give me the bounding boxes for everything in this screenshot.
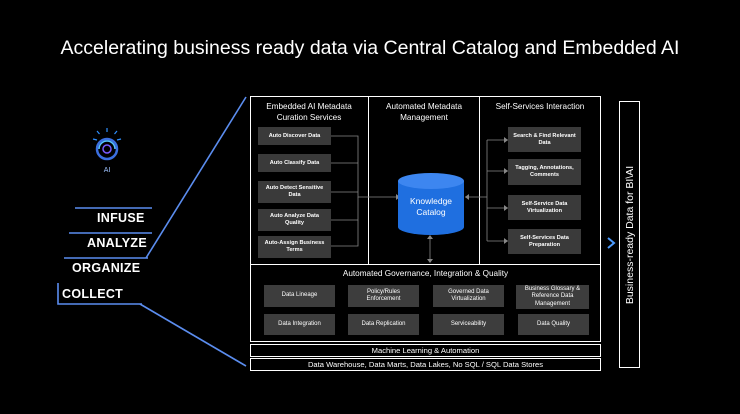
knowledge-catalog-label: Knowledge Catalog [409, 196, 453, 217]
ladder-infuse: INFUSE [97, 211, 145, 225]
chevron-right-icon [606, 236, 616, 249]
data-stores-bar: Data Warehouse, Data Marts, Data Lakes, … [250, 358, 601, 371]
embedded-item-auto-classify: Auto Classify Data [258, 154, 331, 172]
machine-learning-bar: Machine Learning & Automation [250, 344, 601, 357]
page-title: Accelerating business ready data via Cen… [60, 37, 680, 59]
governance-item-data-quality: Data Quality [518, 314, 589, 335]
row-divider [250, 264, 601, 265]
selfservice-item-preparation: Self-Services Data Preparation [508, 229, 581, 254]
governance-item-governed-virtualization: Governed Data Virtualization [433, 285, 504, 307]
knowledge-catalog-cylinder: Knowledge Catalog [397, 172, 465, 236]
ladder-collect: COLLECT [62, 287, 124, 301]
selfservice-item-tagging: Tagging, Annotations, Comments [508, 159, 581, 185]
ladder-lines [57, 96, 247, 367]
ladder-organize: ORGANIZE [72, 261, 141, 275]
governance-item-data-replication: Data Replication [348, 314, 419, 335]
main-frame [250, 96, 601, 342]
governance-title: Automated Governance, Integration & Qual… [342, 269, 509, 278]
business-ready-data-label: Business-ready Data for BI\AI [623, 165, 636, 304]
governance-item-policy-rules: Policy/Rules Enforcement [348, 285, 419, 307]
column-divider [479, 96, 480, 264]
selfservice-item-search: Search & Find Relevant Data [508, 127, 581, 152]
governance-item-data-lineage: Data Lineage [264, 285, 335, 307]
selfservice-item-virtualization: Self-Service Data Virtualization [508, 195, 581, 220]
governance-item-business-glossary: Business Glossary & Reference Data Manag… [516, 285, 589, 309]
governance-item-serviceability: Serviceability [433, 314, 504, 335]
embedded-item-auto-analyze-quality: Auto Analyze Data Quality [258, 209, 331, 231]
ai-label: AI [103, 167, 111, 174]
ladder-analyze: ANALYZE [87, 236, 147, 250]
business-ready-data-panel: Business-ready Data for BI\AI [619, 101, 640, 368]
governance-item-data-integration: Data Integration [264, 314, 335, 335]
selfservice-column-title: Self-Services Interaction [495, 102, 585, 111]
embedded-column-title: Embedded AI Metadata Curation Services [266, 102, 352, 122]
ai-brain-icon [90, 125, 124, 165]
column-divider [368, 96, 369, 264]
automated-column-title: Automated Metadata Management [385, 102, 462, 122]
embedded-item-auto-assign-terms: Auto-Assign Business Terms [258, 236, 331, 258]
embedded-item-auto-detect-sensitive: Auto Detect Sensitive Data [258, 181, 331, 203]
embedded-item-auto-discover: Auto Discover Data [258, 127, 331, 145]
